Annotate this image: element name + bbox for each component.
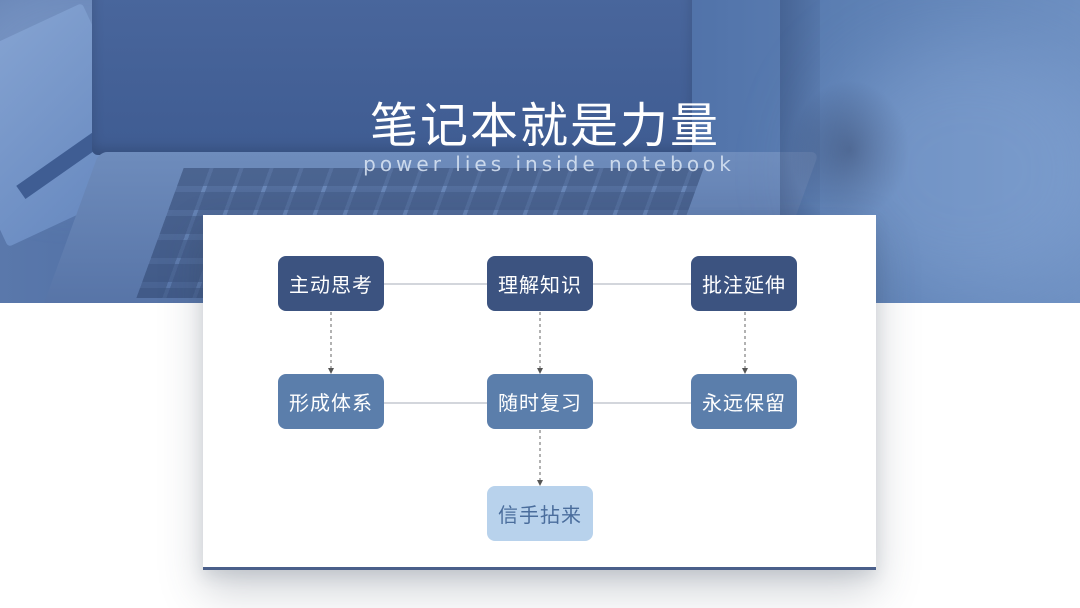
flowchart-card: 主动思考 理解知识 批注延伸 形成体系 随时复习 永远保留 信手拈来 [203,215,876,570]
node-keep-forever: 永远保留 [691,374,797,429]
header-banner-image [0,0,1080,303]
laptop-screen-shape [92,0,692,155]
node-active-thinking: 主动思考 [278,256,384,311]
node-form-system: 形成体系 [278,374,384,429]
node-at-fingertips: 信手拈来 [487,486,593,541]
page-subtitle: power lies inside notebook [363,152,735,176]
node-understand-knowledge: 理解知识 [487,256,593,311]
node-review-anytime: 随时复习 [487,374,593,429]
node-annotate-extend: 批注延伸 [691,256,797,311]
page-title: 笔记本就是力量 [369,98,720,154]
plant-shape [790,80,910,220]
flowchart-connectors [328,283,748,486]
